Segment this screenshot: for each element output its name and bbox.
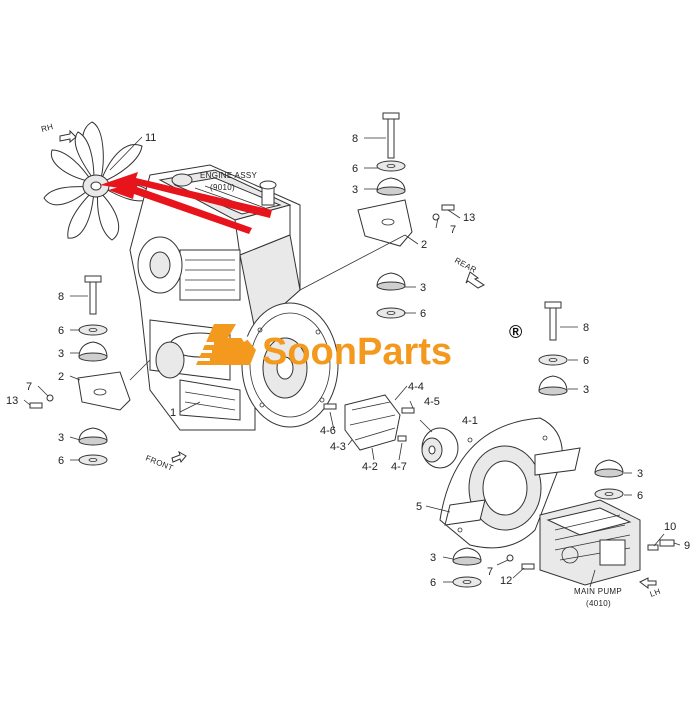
callout-3-bottom: 3: [430, 552, 436, 564]
callout-6-right: 6: [583, 355, 589, 367]
direction-rear-label: REAR: [453, 256, 478, 275]
callout-3-right: 3: [583, 384, 589, 396]
callout-9: 9: [684, 540, 690, 552]
callout-3-right-low: 3: [637, 468, 643, 480]
highlight-arrows: [100, 172, 272, 234]
callout-3-mid: 3: [420, 282, 426, 294]
direction-rh-label: RH: [40, 122, 54, 134]
main-pump: [539, 499, 675, 586]
callout-2-top: 2: [421, 239, 427, 251]
callout-4-3: 4-3: [330, 441, 346, 453]
pump-bracket: [439, 417, 581, 549]
callout-7-bottom: 7: [487, 566, 493, 578]
callout-6-left-low: 6: [58, 455, 64, 467]
callout-4-1: 4-1: [462, 415, 478, 427]
leader-lines: [23, 136, 681, 588]
callout-6-top: 6: [352, 163, 358, 175]
main-pump-code: (4010): [586, 599, 611, 608]
front-mount-stack: [29, 275, 131, 466]
callout-3-left-low: 3: [58, 432, 64, 444]
direction-arrows: [59, 129, 657, 589]
rear-arrow-icon: [465, 271, 485, 289]
callout-7-top: 7: [450, 224, 456, 236]
callout-6-bottom: 6: [430, 577, 436, 589]
callout-4-2: 4-2: [362, 461, 378, 473]
excavator-logo-icon: [196, 324, 256, 365]
callout-3-top: 3: [352, 184, 358, 196]
direction-front-label: FRONT: [144, 454, 174, 473]
pump-mount-stack: [538, 301, 624, 500]
bottom-mount-stack: [452, 547, 535, 588]
callout-13-left: 13: [6, 395, 18, 407]
lh-arrow-icon: [639, 577, 657, 589]
engine-assy-caption: ENGINE ASSY: [200, 171, 257, 180]
callout-1: 1: [170, 407, 176, 419]
direction-lh-label: LH: [649, 587, 662, 599]
main-pump-caption: MAIN PUMP: [574, 587, 622, 596]
callout-4-6: 4-6: [320, 425, 336, 437]
callout-5: 5: [416, 501, 422, 513]
callout-4-5: 4-5: [424, 396, 440, 408]
callout-4-7: 4-7: [391, 461, 407, 473]
callout-6-mid: 6: [420, 308, 426, 320]
brand-watermark: SoonParts ®: [196, 322, 522, 373]
callout-8-right: 8: [583, 322, 589, 334]
callout-11: 11: [145, 132, 156, 144]
registered-mark: ®: [509, 322, 522, 342]
front-arrow-icon: [171, 450, 187, 464]
callout-3-left: 3: [58, 348, 64, 360]
callout-8-left: 8: [58, 291, 64, 303]
callout-4-4: 4-4: [408, 381, 424, 393]
rh-arrow-icon: [59, 129, 77, 144]
callout-7-left: 7: [26, 381, 32, 393]
callout-10: 10: [664, 521, 676, 533]
brand-name: SoonParts: [262, 331, 452, 373]
callout-8-top: 8: [352, 133, 358, 145]
engine-assy-code: (9010): [210, 183, 235, 192]
callout-12: 12: [500, 575, 512, 587]
coupling-assembly: [323, 394, 459, 469]
callout-13-top: 13: [463, 212, 475, 224]
callout-6-left: 6: [58, 325, 64, 337]
callout-2-left: 2: [58, 371, 64, 383]
callout-6-right-low: 6: [637, 490, 643, 502]
